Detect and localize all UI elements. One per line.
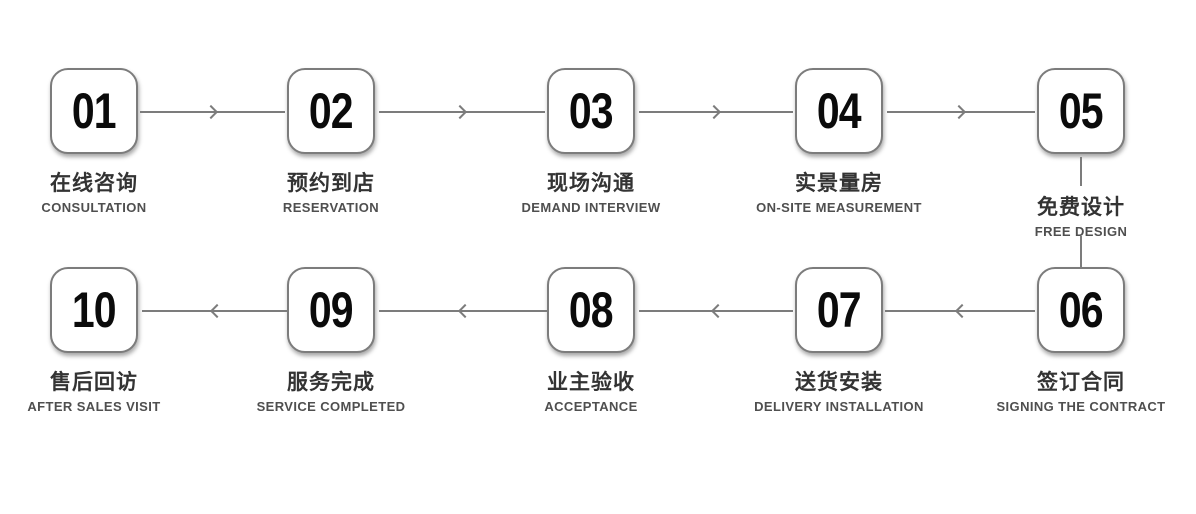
arrow-right-icon [203, 104, 218, 120]
step-07-number: 07 [817, 282, 862, 338]
step-09-box: 09 [287, 267, 375, 353]
step-07-label-zh: 送货安装 [795, 371, 883, 394]
step-05-label-en: FREE DESIGN [1034, 224, 1128, 239]
step-03-label-en: DEMAND INTERVIEW [521, 200, 661, 215]
step-01-number: 01 [72, 83, 117, 139]
step-10-label-en: AFTER SALES VISIT [27, 399, 161, 414]
step-04-label-zh: 实景量房 [795, 172, 883, 195]
arrow-left-icon [209, 303, 224, 319]
step-08-number: 08 [569, 282, 614, 338]
arrow-left-icon [710, 303, 726, 319]
step-01-label-en: CONSULTATION [41, 200, 147, 215]
connector-09-10 [142, 303, 287, 319]
step-04-number: 04 [817, 83, 862, 139]
step-06-label-en: SIGNING THE CONTRACT [996, 399, 1166, 414]
connector-03-04 [639, 104, 793, 120]
step-03-box: 03 [547, 68, 635, 154]
arrow-right-icon [706, 104, 722, 120]
step-03-label-zh: 现场沟通 [547, 172, 635, 195]
step-03: 03 现场沟通 DEMAND INTERVIEW [497, 68, 685, 215]
step-01-label-zh: 在线咨询 [50, 172, 138, 195]
step-04-label-en: ON-SITE MEASUREMENT [756, 200, 922, 215]
connector-01-02 [140, 104, 285, 120]
step-06-number: 06 [1059, 282, 1104, 338]
arrow-right-icon [452, 104, 468, 120]
step-09: 09 服务完成 SERVICE COMPLETED [237, 267, 425, 414]
step-08-box: 08 [547, 267, 635, 353]
step-07: 07 送货安装 DELIVERY INSTALLATION [745, 267, 933, 414]
arrow-left-icon [954, 303, 970, 319]
step-10-box: 10 [50, 267, 138, 353]
connector-02-03 [379, 104, 545, 120]
arrow-left-icon [457, 303, 473, 319]
step-04: 04 实景量房 ON-SITE MEASUREMENT [745, 68, 933, 215]
step-06-box: 06 [1037, 267, 1125, 353]
step-05-number: 05 [1059, 83, 1104, 139]
step-05-box: 05 [1037, 68, 1125, 154]
step-10: 10 售后回访 AFTER SALES VISIT [0, 267, 188, 414]
step-01-box: 01 [50, 68, 138, 154]
step-01: 01 在线咨询 CONSULTATION [0, 68, 188, 215]
step-03-number: 03 [569, 83, 614, 139]
connector-08-09 [379, 303, 547, 319]
step-10-label-zh: 售后回访 [50, 371, 138, 394]
connector-06-07 [885, 303, 1035, 319]
connector-07-08 [639, 303, 793, 319]
step-02-label-zh: 预约到店 [287, 172, 375, 195]
connector-05-06-lower [1080, 236, 1082, 267]
step-05: 05 免费设计 FREE DESIGN [987, 68, 1175, 239]
arrow-right-icon [951, 104, 967, 120]
step-02-label-en: RESERVATION [282, 200, 380, 215]
step-08-label-zh: 业主验收 [547, 371, 635, 394]
step-10-number: 10 [72, 282, 117, 338]
step-09-number: 09 [309, 282, 354, 338]
connector-05-06-upper [1080, 157, 1082, 186]
step-06: 06 签订合同 SIGNING THE CONTRACT [987, 267, 1175, 414]
step-06-label-zh: 签订合同 [1037, 371, 1125, 394]
connector-04-05 [887, 104, 1035, 120]
step-09-label-zh: 服务完成 [287, 371, 375, 394]
step-09-label-en: SERVICE COMPLETED [256, 399, 406, 414]
step-02: 02 预约到店 RESERVATION [237, 68, 425, 215]
step-02-box: 02 [287, 68, 375, 154]
step-08-label-en: ACCEPTANCE [544, 399, 638, 414]
step-07-box: 07 [795, 267, 883, 353]
step-04-box: 04 [795, 68, 883, 154]
step-08: 08 业主验收 ACCEPTANCE [497, 267, 685, 414]
step-07-label-en: DELIVERY INSTALLATION [754, 399, 924, 414]
step-02-number: 02 [309, 83, 354, 139]
step-05-label-zh: 免费设计 [1037, 196, 1125, 219]
